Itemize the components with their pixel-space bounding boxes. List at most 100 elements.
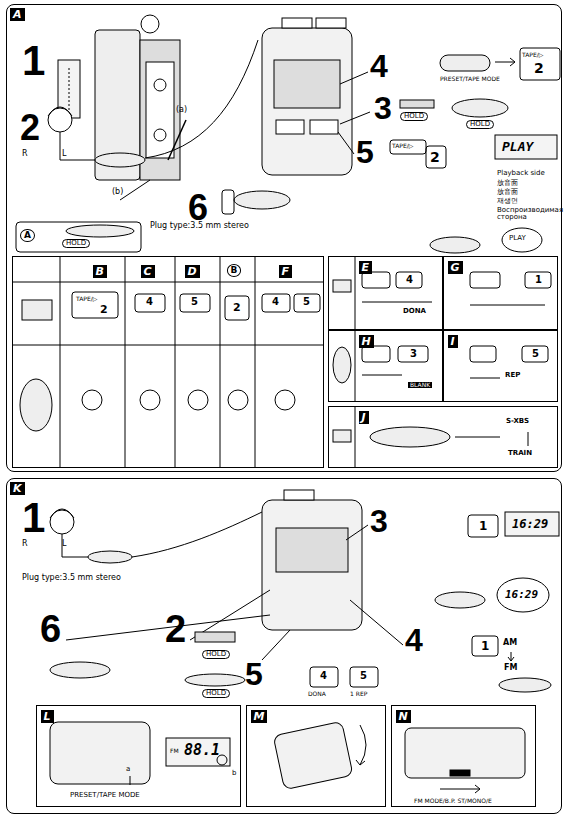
part-label: 88.1	[184, 743, 220, 759]
ei-grid-part	[333, 347, 351, 383]
part-label: BLANK	[408, 382, 432, 388]
ei-grid-part	[370, 427, 450, 447]
panel-letter: C	[141, 265, 155, 278]
panel-k-art-part	[276, 528, 348, 572]
panel-k-art-part	[262, 500, 362, 630]
panel-k-art-part	[472, 636, 498, 656]
part-label: PRESET/TAPE MODE	[440, 76, 500, 82]
callout-number: 4	[370, 50, 388, 82]
ei-grid-part	[362, 346, 390, 362]
step1-cassette-part	[141, 15, 159, 33]
main-player-part	[262, 28, 352, 175]
part-label: Playback side	[497, 170, 545, 177]
part-label: AM	[503, 639, 517, 647]
part-label: TAPE/▷	[522, 52, 543, 58]
callout-number: 2	[20, 110, 40, 146]
part-label: (b)	[112, 188, 123, 196]
part-label: 16:29	[505, 589, 538, 601]
panel-k-art-part	[508, 652, 514, 661]
part-label: DONA	[308, 691, 326, 697]
part-label: 5	[532, 349, 539, 360]
panel-k-art-part	[62, 534, 88, 557]
ei-grid-part	[398, 346, 428, 362]
part-label: 1	[535, 275, 542, 286]
part-label: (a)	[176, 106, 187, 114]
table-grid-part	[13, 345, 323, 346]
table-grid-part	[255, 257, 256, 467]
headphone-face-part	[60, 132, 95, 160]
panel-k-art-part	[497, 578, 549, 612]
part-label: 4	[272, 297, 279, 308]
part-label: TAPE/▷	[76, 296, 97, 302]
controls-a-part	[495, 135, 557, 159]
inset-art-part	[440, 785, 480, 793]
part-label: 16:29	[512, 518, 548, 531]
panel-k-art-part	[350, 667, 378, 687]
panel-letter: N	[396, 710, 411, 723]
panel-k-art-part	[132, 512, 262, 557]
panel-box: I	[443, 330, 558, 402]
table-grid-part	[20, 379, 52, 431]
part-label: FM	[504, 664, 517, 672]
part-label: PRESET/TAPE MODE	[70, 792, 140, 799]
controls-a-part	[400, 100, 434, 108]
part-label: TAPE/▷	[392, 143, 413, 149]
panel-letter: B	[93, 265, 107, 278]
step1-cassette-part	[120, 180, 150, 200]
part-label: FM MODE/B.P. ST/MONO/E	[414, 798, 492, 804]
table-grid-part	[275, 390, 295, 410]
panel-box: N	[391, 705, 536, 807]
part-label: A	[20, 229, 35, 242]
main-player-part	[338, 132, 354, 154]
step1-cassette-part	[154, 79, 166, 91]
panel-box: J	[328, 406, 558, 468]
main-player-part	[276, 120, 304, 134]
table-grid-part	[135, 294, 165, 312]
panel-k-art-part	[505, 512, 559, 536]
step1-cassette	[58, 15, 186, 200]
part-label: L	[62, 540, 66, 548]
panel-k-art-part	[50, 510, 74, 534]
part-label: R	[22, 150, 28, 158]
step1-cassette-part	[140, 40, 180, 180]
main-player-part	[340, 72, 368, 84]
part-label: 2	[430, 150, 440, 165]
main-player-part	[274, 60, 340, 108]
part-label: 3	[410, 349, 417, 360]
table-grid-part	[228, 390, 248, 410]
panel-letter: F	[279, 265, 293, 278]
part-label: 放音面	[497, 180, 518, 187]
controls-a-part	[66, 225, 134, 237]
panel-letter: I	[448, 335, 458, 348]
step1-cassette-part	[146, 62, 174, 158]
panel-letter: L	[41, 710, 54, 723]
part-label: TRAIN	[508, 450, 532, 457]
part-label: HOLD	[202, 689, 230, 698]
panel-letter: B	[227, 264, 242, 277]
part-label: R	[22, 540, 28, 548]
part-label: 4	[406, 275, 413, 286]
part-label: HOLD	[202, 650, 230, 659]
panel-box: G	[443, 256, 558, 330]
step1-cassette-part	[154, 129, 166, 141]
part-label: 1	[481, 640, 489, 653]
panel-k-art-part	[435, 592, 485, 608]
ei-grid-part	[470, 378, 500, 379]
inset-art-part	[166, 738, 230, 766]
callout-number: 3	[374, 92, 392, 124]
ei-grid-part	[355, 406, 356, 467]
part-label: HOLD	[62, 239, 90, 248]
callout-number: 6	[40, 610, 61, 648]
part-label: 1	[479, 520, 487, 533]
headphone-face-part	[48, 108, 72, 132]
part-label: 2	[100, 304, 108, 316]
panel-k-art	[50, 490, 559, 692]
part-label: 재생면	[497, 198, 518, 205]
controls-a-part	[426, 146, 446, 168]
panel-k-art-part	[195, 632, 235, 642]
panel-k-art-part	[88, 551, 132, 563]
panel-box: BCDBF	[12, 256, 324, 468]
part-label: 5	[303, 297, 310, 308]
part-label: 2	[233, 302, 241, 314]
panel-k-art-part	[350, 600, 403, 645]
